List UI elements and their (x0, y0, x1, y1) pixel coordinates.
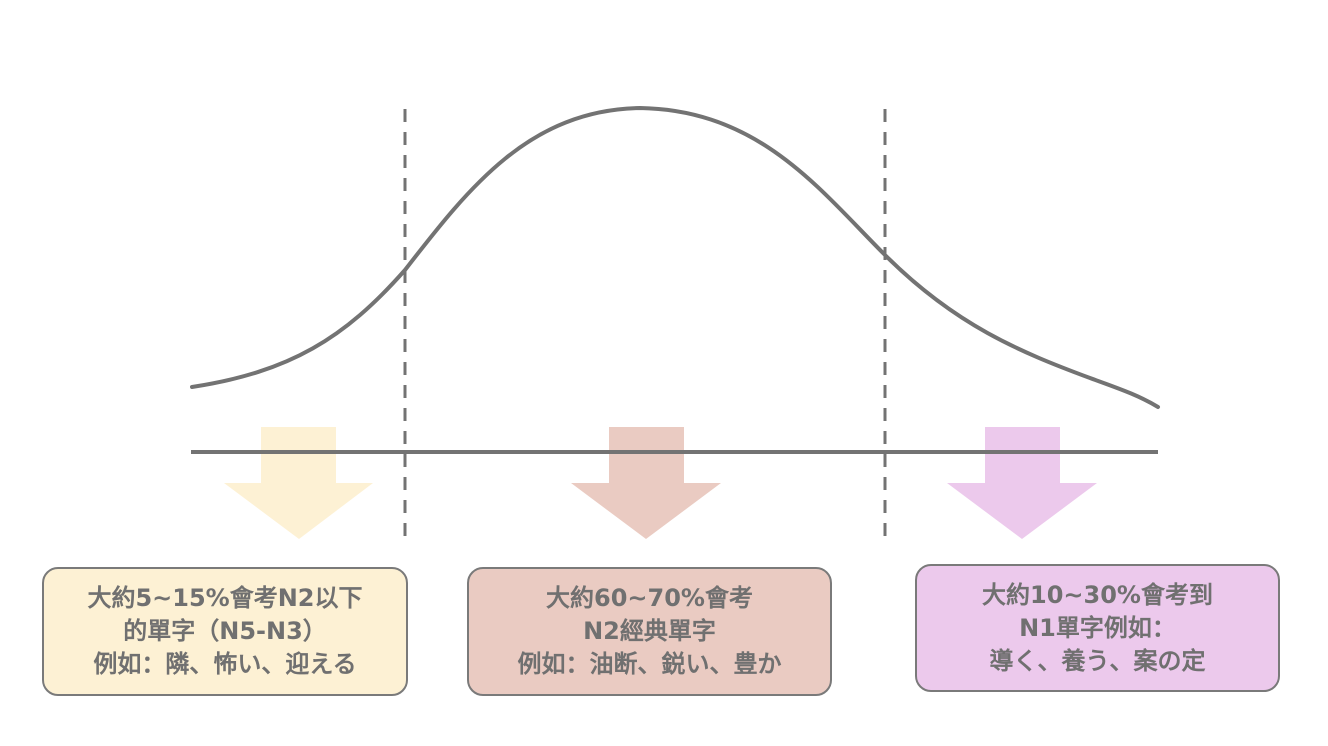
label-low-line-2: 的單字（N5-N3） (123, 617, 327, 645)
label-box-high: 大約10~30%會考到 N1單字例如： 導く、養う、案の定 (915, 564, 1280, 692)
label-low-line-1: 大約5~15%會考N2以下 (87, 584, 363, 612)
label-low-line-3: 例如：隣、怖い、迎える (93, 650, 357, 678)
bell-curve (190, 105, 1160, 409)
label-middle-line-3: 例如：油断、鋭い、豊か (517, 650, 782, 678)
label-box-middle: 大約60~70%會考 N2經典單字 例如：油断、鋭い、豊か (467, 567, 832, 696)
arrow-low (224, 427, 373, 539)
label-high-line-3: 導く、養う、案の定 (989, 646, 1206, 675)
label-middle-line-2: N2經典單字 (583, 617, 716, 645)
arrow-middle (571, 427, 721, 539)
label-high-line-1: 大約10~30%會考到 (982, 580, 1213, 609)
label-high-line-2: N1單字例如： (1019, 613, 1176, 642)
label-box-low: 大約5~15%會考N2以下 的單字（N5-N3） 例如：隣、怖い、迎える (42, 567, 408, 696)
arrow-high (947, 427, 1097, 539)
label-middle-line-1: 大約60~70%會考 (546, 584, 753, 612)
